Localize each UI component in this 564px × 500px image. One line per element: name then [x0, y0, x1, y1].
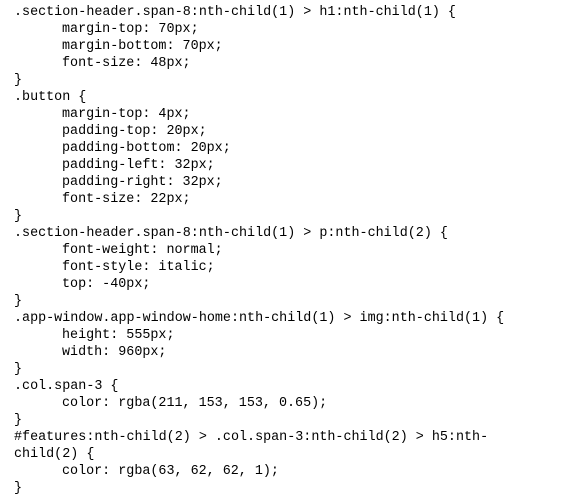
code-line: color: rgba(63, 62, 62, 1);	[62, 464, 279, 479]
code-line: padding-left: 32px;	[62, 158, 215, 173]
code-line: font-weight: normal;	[62, 243, 223, 258]
code-line: font-size: 48px;	[62, 56, 191, 71]
code-line: #features:nth-child(2) > .col.span-3:nth…	[14, 430, 489, 445]
code-line: padding-top: 20px;	[62, 124, 207, 139]
code-line: .section-header.span-8:nth-child(1) > p:…	[14, 226, 448, 241]
code-line: padding-right: 32px;	[62, 175, 223, 190]
code-line: margin-top: 70px;	[62, 22, 199, 37]
code-line: .button {	[14, 90, 87, 105]
code-line: }	[14, 73, 23, 88]
code-line: }	[14, 362, 23, 377]
code-line: width: 960px;	[62, 345, 167, 360]
code-line: .app-window.app-window-home:nth-child(1)…	[14, 311, 505, 326]
code-line: margin-bottom: 70px;	[62, 39, 223, 54]
code-line: font-size: 22px;	[62, 192, 191, 207]
css-code-document: .section-header.span-8:nth-child(1) > h1…	[14, 4, 560, 497]
code-line: .col.span-3 {	[14, 379, 119, 394]
code-line: padding-bottom: 20px;	[62, 141, 231, 156]
code-line: }	[14, 209, 23, 224]
code-line: height: 555px;	[62, 328, 175, 343]
code-line: }	[14, 294, 23, 309]
code-line: }	[14, 413, 23, 428]
code-line: color: rgba(211, 153, 153, 0.65);	[62, 396, 328, 411]
code-line: child(2) {	[14, 447, 95, 462]
code-line: }	[14, 481, 23, 496]
code-line: margin-top: 4px;	[62, 107, 191, 122]
code-line: .section-header.span-8:nth-child(1) > h1…	[14, 5, 456, 20]
code-line: font-style: italic;	[62, 260, 215, 275]
code-line: top: -40px;	[62, 277, 151, 292]
